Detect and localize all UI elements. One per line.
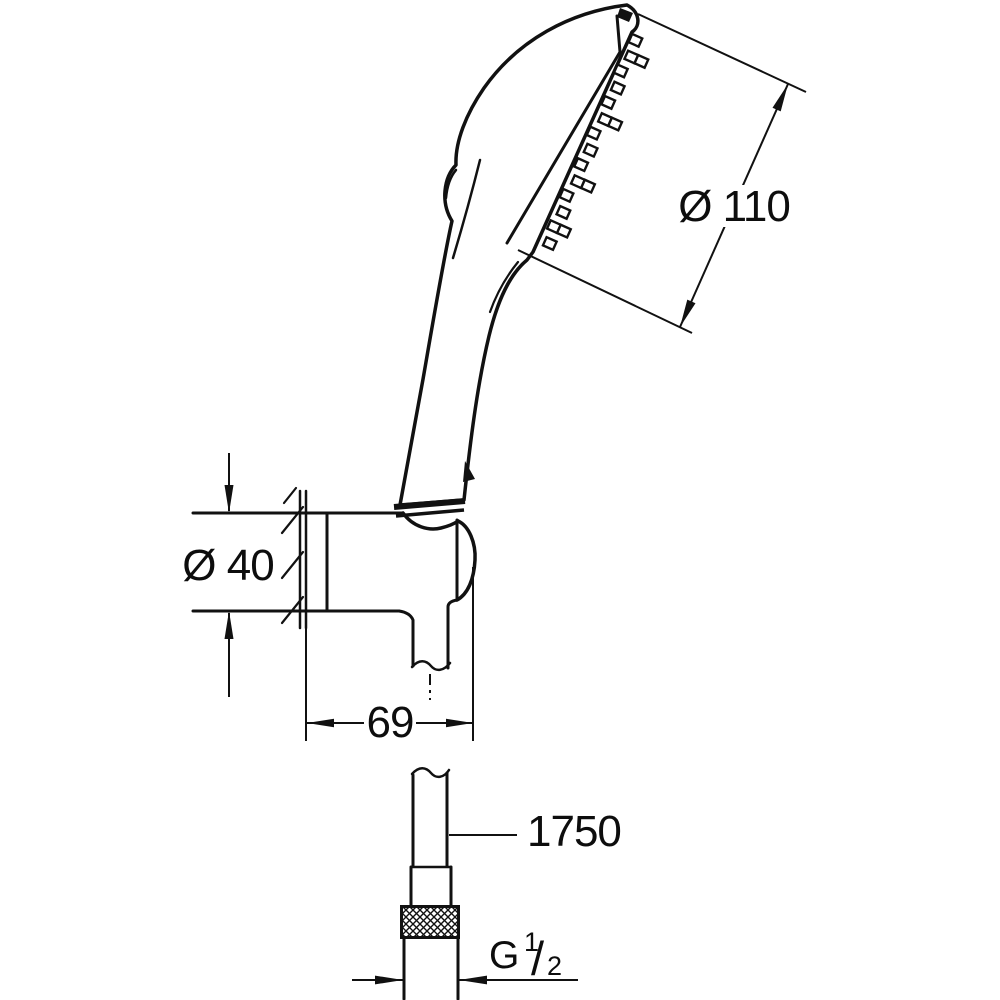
nozzle (585, 125, 603, 142)
label-background (364, 703, 416, 743)
nozzle (609, 80, 627, 97)
nut-knurling (401, 906, 459, 938)
leader-hose-length: 1750 (449, 807, 622, 856)
handle-cone-band-bottom (395, 508, 465, 518)
label-background (677, 185, 792, 227)
thread-numerator-label: 1 (524, 927, 539, 957)
faceplate-joint-line (505, 14, 622, 245)
head-diameter-label: Ø 110 (678, 182, 790, 231)
holder-depth-label: 69 (367, 698, 414, 747)
nozzle (558, 187, 575, 204)
hatch-line (282, 486, 298, 505)
arrowhead-down (680, 299, 696, 327)
thread-slash-glyph: / (531, 932, 545, 985)
arrowhead-left (307, 718, 334, 728)
handle-cone-band-top (393, 498, 466, 510)
hose-break-line (410, 660, 452, 672)
hose-right-bend (446, 598, 459, 670)
arrowhead-up (772, 84, 788, 112)
nozzle (579, 178, 597, 195)
head-handle-crease-right (488, 260, 520, 314)
hand-shower (393, 3, 650, 518)
arrowhead-right (446, 718, 473, 728)
nozzle (554, 204, 572, 221)
holder-diameter-label: Ø 40 (182, 541, 273, 590)
head-apex-notch (617, 8, 633, 22)
extension-line (517, 249, 693, 334)
holder-cup-rim (401, 511, 460, 531)
thread-prefix-label: G (489, 934, 519, 977)
thread-denominator-label: 2 (547, 951, 562, 981)
extension-line (637, 13, 807, 93)
nozzle (555, 223, 573, 240)
nozzle (599, 94, 617, 111)
nozzle (582, 142, 600, 159)
nut-outline (400, 905, 460, 939)
dim-thread-size: G 1 / 2 (352, 927, 578, 985)
nozzle (626, 32, 644, 49)
dim-holder-depth: 69 (305, 567, 474, 747)
holder-nose-arc (455, 519, 477, 602)
nozzle (572, 156, 590, 173)
nozzle (606, 116, 624, 132)
dim-head-diameter: Ø 110 (517, 13, 807, 334)
arrowhead-down (224, 485, 234, 513)
arrowhead-up (224, 611, 234, 639)
arrowhead-right (375, 975, 403, 985)
nozzle (632, 53, 650, 70)
nozzle (612, 62, 630, 79)
head-handle-crease-left (451, 158, 482, 260)
hose-left-bend (397, 609, 415, 668)
hose-lower-piece (400, 767, 460, 1000)
hose-length-label: 1750 (527, 807, 621, 856)
dim-holder-diameter: Ø 40 (182, 453, 275, 697)
shower-head-outline (398, 3, 640, 507)
arrowhead-left (459, 975, 487, 985)
nozzle (541, 235, 559, 252)
hose-upper-piece (397, 598, 459, 700)
wall-holder (191, 486, 477, 630)
pause-button-detail-line (444, 168, 458, 200)
holder-hook-wedge (463, 461, 475, 482)
spray-nozzles (541, 32, 650, 252)
hose-break-line-top (410, 767, 451, 779)
